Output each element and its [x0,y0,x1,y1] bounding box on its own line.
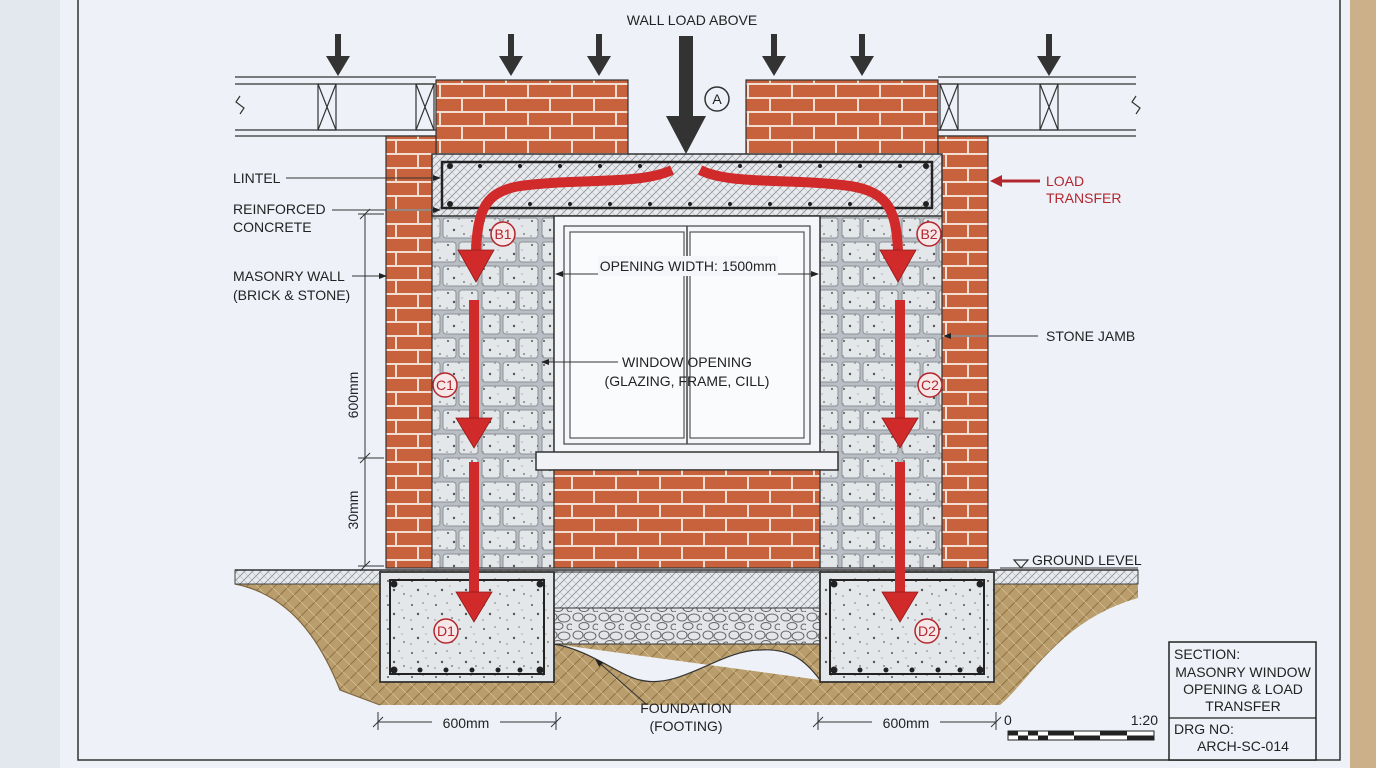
tag-a-text: A [712,91,722,107]
footing-right [819,571,995,683]
main-load-arrow [666,36,706,154]
label-foundation-1: FOUNDATION [640,700,732,716]
tag-c2-text: C2 [921,377,939,393]
vertical-dimension [358,208,384,572]
brick-wall-above-left [435,79,629,157]
label-window-1: WINDOW OPENING [622,354,752,370]
dim-footing-left: 600mm [443,715,490,731]
slab [553,571,821,609]
brick-leaf-left [385,135,437,569]
brick-below-cill [553,469,821,569]
label-window-2: (GLAZING, FRAME, CILL) [605,373,770,389]
tag-c2 [917,372,943,398]
tag-circles [432,86,943,644]
title-block: SECTION: MASONRY WINDOW OPENING & LOAD T… [1168,641,1317,761]
tag-d2-text: D2 [918,623,936,639]
label-load-transfer-2: TRANSFER [1046,190,1121,206]
floor-joist-left [235,76,436,137]
tag-b2-text: B2 [920,226,937,242]
tag-c1-text: C1 [436,377,454,393]
label-stone-jamb: STONE JAMB [1046,328,1135,344]
label-lintel: LINTEL [233,170,281,186]
brick-wall-above-right [745,79,939,157]
tag-b2 [916,221,942,247]
scale-start: 0 [1004,712,1012,728]
title-line-1: MASONRY WINDOW [1175,664,1311,680]
label-masonry-1: MASONRY WALL [233,268,345,284]
title-section-label: SECTION: [1174,646,1240,662]
load-transfer-arrow [990,175,1040,187]
brick-leaf-right [937,135,989,569]
dim-vertical-lower: 30mm [345,491,361,530]
footing-left [379,571,555,683]
label-wall-load-above: WALL LOAD ABOVE [627,12,757,28]
load-path-b1 [471,165,675,251]
tag-c1 [432,372,458,398]
title-line-2: OPENING & LOAD [1183,681,1303,697]
label-reinforced-1: REINFORCED [233,201,326,217]
drawing-number-value: ARCH-SC-014 [1197,738,1289,754]
load-path-arrows [469,165,905,595]
dim-vertical-upper: 600mm [345,372,361,419]
scale-bar: 0 1:20 [1004,712,1158,741]
tag-d1-text: D1 [437,623,455,639]
label-opening-width: OPENING WIDTH: 1500mm [600,258,777,274]
label-reinforced-2: CONCRETE [233,219,312,235]
label-ground-level: GROUND LEVEL [1032,552,1142,568]
window-cill [535,451,839,471]
sheet-border [77,0,1341,761]
load-path-b2 [697,165,903,251]
leader-lines [286,175,1038,705]
tag-a [704,86,730,112]
tag-d1 [433,618,459,644]
label-masonry-2: (BRICK & STONE) [233,287,350,303]
tag-b1-text: B1 [494,226,511,242]
wall-load-arrows [326,34,1061,76]
label-foundation-2: (FOOTING) [649,718,722,734]
ground-level-marker [1000,559,1138,569]
dim-footing-right: 600mm [883,715,930,731]
tag-b1 [490,221,516,247]
title-line-3: TRANSFER [1205,698,1280,714]
load-path-arrowheads [455,249,919,623]
drawing-number-label: DRG NO: [1174,721,1234,737]
gravel-bed [553,607,821,645]
scale-end: 1:20 [1131,712,1158,728]
tag-d2 [914,618,940,644]
label-load-transfer-1: LOAD [1046,173,1084,189]
